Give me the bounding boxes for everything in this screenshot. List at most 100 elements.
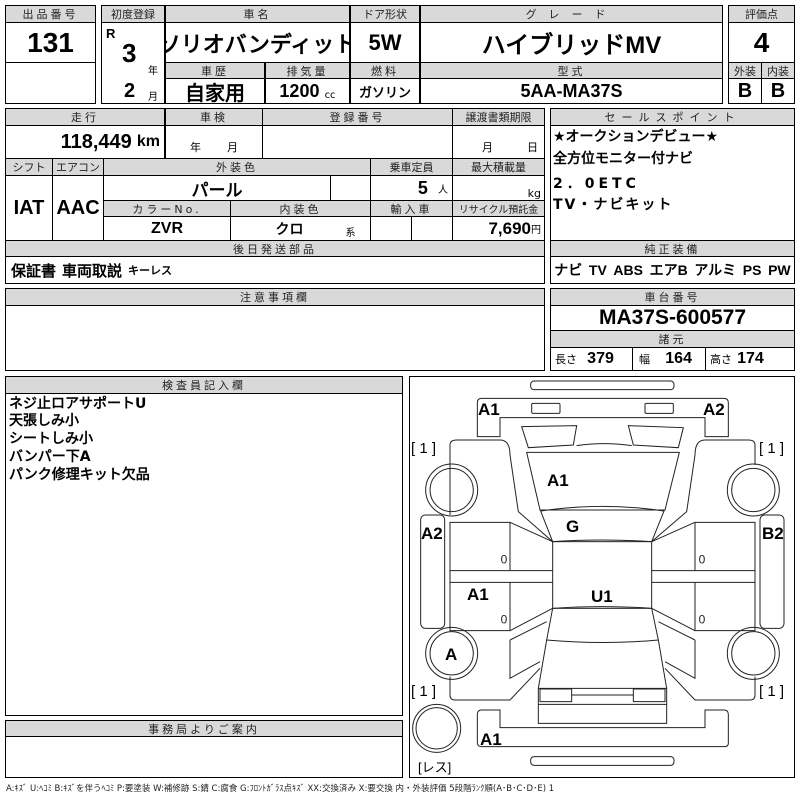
hood <box>526 451 680 511</box>
legend-text: A:ｷｽﾞ U:ﾍｺﾐ B:ｷｽﾞを伴うﾍｺﾐ P:要塗装 W:補修跡 S:錆 … <box>6 784 555 794</box>
right-skirt <box>759 514 785 629</box>
inspection-month: 月 <box>227 141 238 154</box>
capacity: 5 <box>417 177 428 198</box>
spare-tire-mark: [レス] <box>418 760 452 775</box>
roof <box>552 541 653 609</box>
recycle-unit: 円 <box>531 225 541 236</box>
windshield-mark: G <box>566 517 580 536</box>
left-rear-door-mark: A1 <box>467 585 489 604</box>
fuel: ガソリン <box>350 78 420 104</box>
exterior-score: B <box>728 78 762 104</box>
rear-right-quarter-mark: [ 1 ] <box>759 683 785 700</box>
color-no: ZVR <box>103 216 231 241</box>
spec-label: 諸元 <box>550 330 795 348</box>
lot-number: 131 <box>5 22 96 63</box>
inspection-year: 年 <box>190 141 201 154</box>
svg-text:0: 0 <box>699 612 706 626</box>
equipment-item: TV <box>588 262 607 278</box>
right-skirt-mark: B2 <box>762 524 784 543</box>
reg-month: 2 <box>124 80 136 102</box>
width: 164 <box>665 350 692 367</box>
ext-color-label: 外装色 <box>103 158 371 176</box>
mileage: 118,449 <box>60 130 132 153</box>
fuel-label: 燃料 <box>350 62 420 79</box>
interior-label: 内装 <box>761 62 795 79</box>
mileage-unit: km <box>136 133 160 150</box>
sales-line: TV・ナビキット <box>553 197 674 213</box>
front-bumper <box>476 397 729 438</box>
rear-bumper-mark: A1 <box>480 730 502 749</box>
car-name: ソリオバンディット <box>165 22 350 63</box>
ac: AAC <box>52 175 104 241</box>
svg-text:0: 0 <box>501 552 508 566</box>
inspection-label: 車検 <box>165 108 263 126</box>
equipment-item: エアB <box>649 262 688 278</box>
height-cell: 高さ 174 <box>705 347 795 371</box>
equipment-item: PS <box>742 262 762 278</box>
inspector-line: パンク修理キット欠品 <box>9 467 150 483</box>
sales-line: 全方位モニター付ナビ <box>553 151 693 167</box>
capacity-unit: 人 <box>438 184 448 196</box>
equipment-item: ナビ <box>554 262 583 278</box>
recycle-label: リサイクル預託金 <box>452 200 545 217</box>
year-unit: 年 <box>148 66 158 77</box>
front-bumper-left-mark: A1 <box>478 400 500 419</box>
height-label: 高さ <box>710 353 732 366</box>
notes-label: 注意事項欄 <box>5 288 545 306</box>
ext-color: パール <box>103 175 331 201</box>
damage-diagram-box <box>409 376 795 778</box>
right-doors <box>651 521 756 632</box>
import-cell-2 <box>411 216 453 241</box>
ext-color-extra <box>330 175 371 201</box>
displacement-cell: 1200 cc <box>265 78 350 104</box>
left-front-fender <box>449 439 553 543</box>
reg-year: 3 <box>122 38 137 68</box>
front-right-fender-mark: [ 1 ] <box>759 440 785 457</box>
transfer-month: 月 <box>482 141 493 154</box>
width-cell: 幅 164 <box>632 347 706 371</box>
equipment-item: アルミ <box>694 262 737 278</box>
ac-label: エアコン <box>52 158 104 176</box>
door: 5W <box>350 22 420 63</box>
equipment-item: ABS <box>613 262 643 278</box>
windshield <box>539 505 665 543</box>
transfer-cell: 月日 <box>452 125 545 159</box>
capacity-label: 乗車定員 <box>370 158 453 176</box>
later-parts: 保証書 車両取説 キーレス <box>5 256 545 284</box>
headlights <box>520 425 684 449</box>
door-label: ドア形状 <box>350 5 420 23</box>
front-bumper-right-mark: A2 <box>703 400 725 419</box>
max-load-cell: kg <box>452 175 545 201</box>
length-cell: 長さ 379 <box>550 347 633 371</box>
int-color-unit: 系 <box>345 228 356 239</box>
lot-label: 出品番号 <box>5 5 96 23</box>
max-load-label: 最大積載量 <box>452 158 545 176</box>
int-color-cell: クロ 系 <box>230 216 371 241</box>
inspection-cell: 年月 <box>165 125 263 159</box>
roof-mark: U1 <box>591 587 613 606</box>
color-no-label: カラーNo. <box>103 200 231 217</box>
svg-text:0: 0 <box>699 552 706 566</box>
length: 379 <box>587 350 614 367</box>
int-color: クロ <box>275 220 304 237</box>
displacement-label: 排気量 <box>265 62 350 79</box>
model-label: 型式 <box>420 62 723 79</box>
exterior-label: 外装 <box>728 62 762 79</box>
displacement: 1200 <box>279 80 320 101</box>
shift: IAT <box>5 175 53 241</box>
hood-mark: A1 <box>547 471 569 490</box>
tailgate <box>537 687 668 724</box>
rear-window <box>537 606 668 689</box>
shift-label: シフト <box>5 158 53 176</box>
rear-bumper <box>476 709 729 748</box>
width-label: 幅 <box>639 353 650 366</box>
sales-line: ★オークションデビュー★ <box>553 129 719 145</box>
transfer-day: 日 <box>527 141 538 154</box>
later-part-item: 車両取説 <box>62 261 123 280</box>
displacement-unit: cc <box>324 89 336 101</box>
score-label: 評価点 <box>728 5 795 23</box>
sales-line: 2．0ETC <box>553 176 640 192</box>
wheels <box>412 463 780 753</box>
